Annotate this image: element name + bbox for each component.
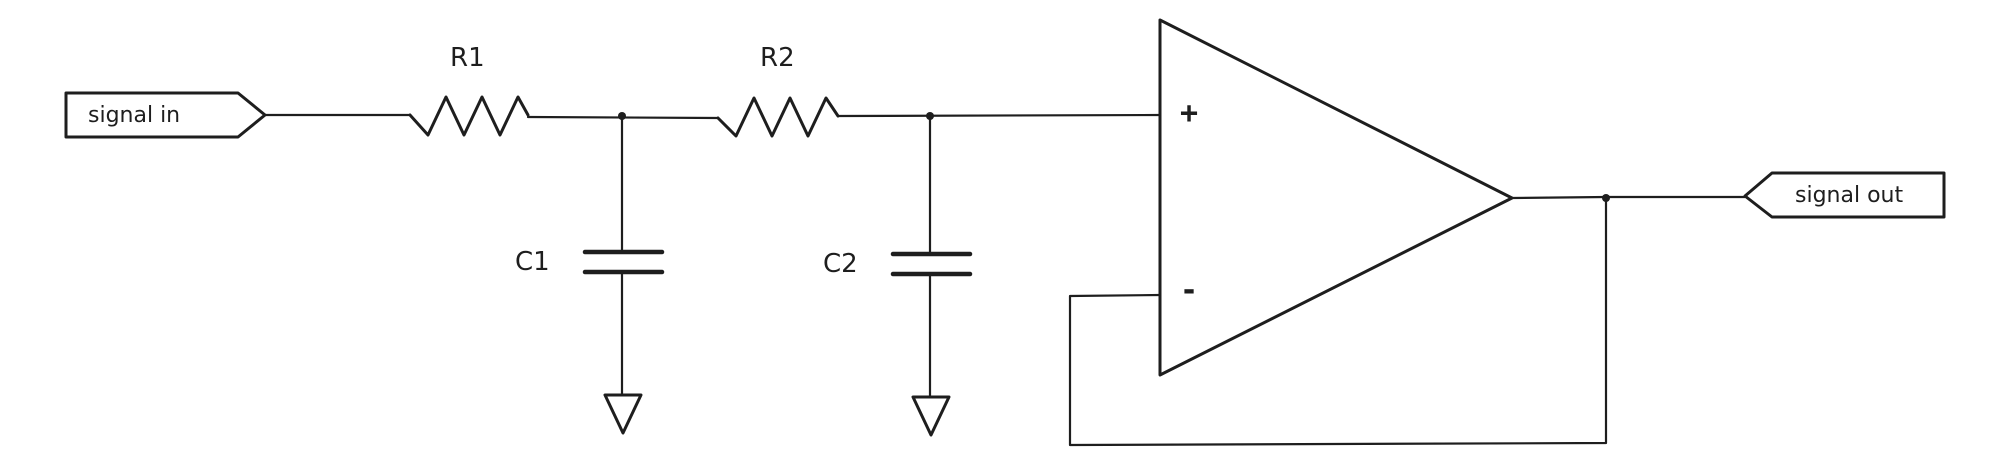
op-amp: + -: [1158, 18, 1514, 377]
capacitor-c1: C1: [515, 114, 665, 397]
resistor-r1-zigzag: [408, 95, 530, 137]
capacitor-c2: C2: [823, 114, 973, 399]
resistor-r2: R2: [716, 43, 840, 138]
capacitor-c2-label: C2: [823, 249, 858, 279]
signal-in-label: signal in: [88, 103, 180, 128]
signal-out-port: signal out: [1743, 171, 1946, 219]
resistor-r1-label: R1: [450, 43, 485, 73]
op-amp-minus-sign: -: [1180, 273, 1198, 308]
ground-1-icon: [603, 393, 643, 435]
signal-in-port: signal in: [64, 91, 267, 139]
wire-opamp-output: [1510, 195, 1747, 200]
op-amp-triangle: [1158, 18, 1514, 377]
wire-feedback-loop: [1068, 196, 1608, 447]
signal-in-tag: [64, 91, 267, 139]
signal-out-tag: [1743, 171, 1946, 219]
resistor-r1: R1: [408, 43, 530, 137]
capacitor-c1-label: C1: [515, 247, 550, 277]
op-amp-plus-sign: +: [1180, 96, 1198, 131]
junction-output: [1602, 194, 1610, 202]
resistor-r2-label: R2: [760, 43, 795, 73]
signal-out-label: signal out: [1795, 183, 1903, 208]
ground-2-icon: [911, 395, 951, 437]
wire-r2-opamp-plus: [836, 113, 1162, 118]
resistor-r2-zigzag: [716, 96, 840, 138]
